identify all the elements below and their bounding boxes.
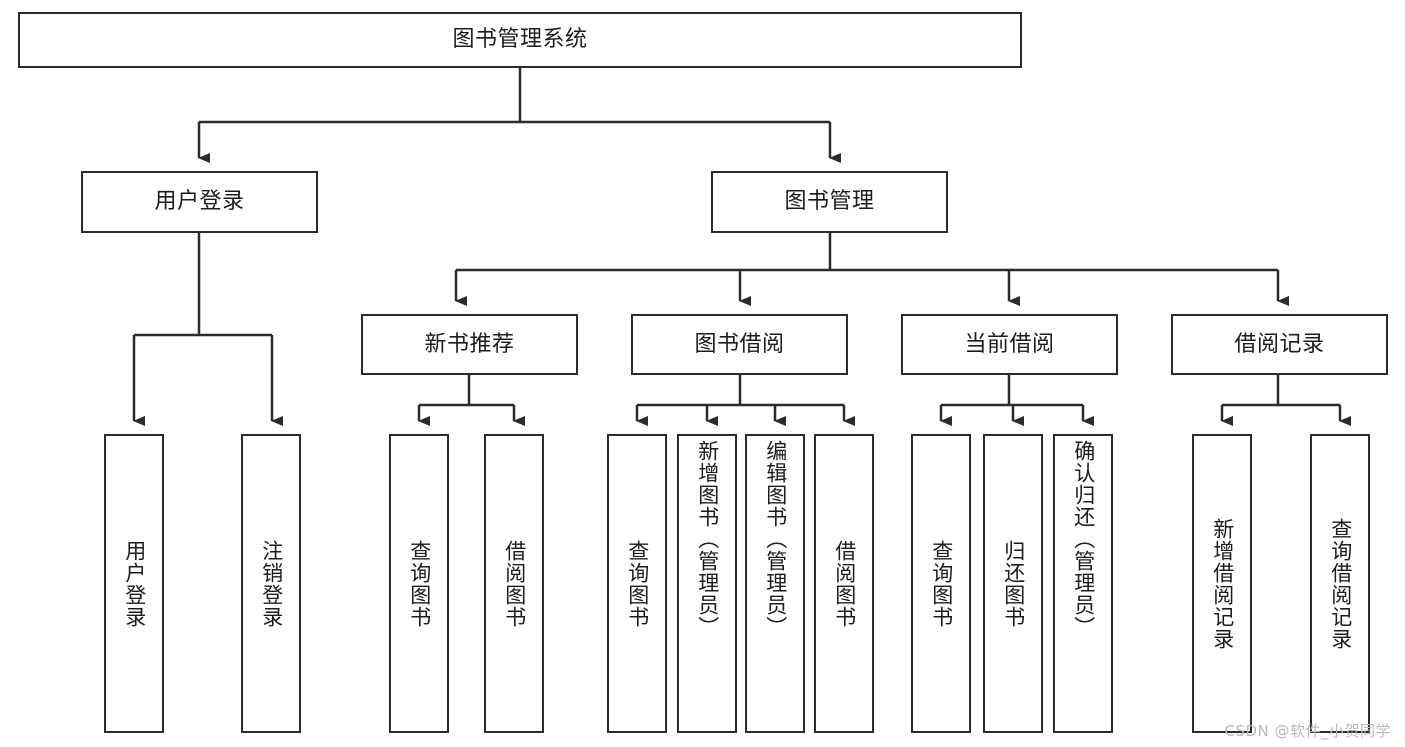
node-leaf-return-book[interactable]: 归还图书 bbox=[983, 434, 1043, 733]
node-leaf-borrow-book-1[interactable]: 借阅图书 bbox=[484, 434, 544, 733]
node-root-label: 图书管理系统 bbox=[452, 27, 588, 53]
node-leaf-user-login-label: 用户登录 bbox=[122, 539, 147, 628]
node-leaf-return-book-label: 归还图书 bbox=[1001, 539, 1026, 628]
node-leaf-borrow-book-2-label: 借阅图书 bbox=[832, 539, 857, 628]
node-borrow-record[interactable]: 借阅记录 bbox=[1171, 314, 1388, 375]
node-leaf-borrow-book-1-label: 借阅图书 bbox=[502, 539, 527, 628]
node-leaf-query-book-2-label: 查询图书 bbox=[625, 539, 650, 628]
node-leaf-edit-book[interactable]: 编辑图书（管理员） bbox=[745, 434, 805, 733]
node-leaf-borrow-book-2[interactable]: 借阅图书 bbox=[814, 434, 874, 733]
watermark-text: CSDN @软件_小贺同学 bbox=[1224, 722, 1391, 740]
node-leaf-query-book-3-label: 查询图书 bbox=[929, 539, 954, 628]
node-leaf-query-book-2[interactable]: 查询图书 bbox=[607, 434, 667, 733]
node-leaf-query-book-1-label: 查询图书 bbox=[407, 539, 432, 628]
node-root[interactable]: 图书管理系统 bbox=[18, 12, 1022, 68]
node-leaf-query-book-3[interactable]: 查询图书 bbox=[911, 434, 971, 733]
node-leaf-add-book[interactable]: 新增图书（管理员） bbox=[677, 434, 737, 733]
node-leaf-query-book-1[interactable]: 查询图书 bbox=[389, 434, 449, 733]
node-leaf-confirm-return[interactable]: 确认归还（管理员） bbox=[1053, 434, 1113, 733]
node-leaf-edit-book-label: 编辑图书（管理员） bbox=[763, 440, 788, 638]
node-current-borrow[interactable]: 当前借阅 bbox=[901, 314, 1118, 375]
node-new-book-recommend[interactable]: 新书推荐 bbox=[361, 314, 578, 375]
node-book-borrow[interactable]: 图书借阅 bbox=[631, 314, 848, 375]
node-user-login[interactable]: 用户登录 bbox=[81, 171, 318, 233]
node-leaf-query-borrow-record[interactable]: 查询借阅记录 bbox=[1310, 434, 1370, 733]
node-user-login-label: 用户登录 bbox=[154, 189, 245, 215]
node-book-manage-label: 图书管理 bbox=[784, 189, 875, 215]
node-leaf-add-borrow-record-label: 新增借阅记录 bbox=[1210, 517, 1235, 650]
node-current-borrow-label: 当前借阅 bbox=[964, 331, 1055, 357]
node-leaf-confirm-return-label: 确认归还（管理员） bbox=[1071, 440, 1096, 638]
node-leaf-add-borrow-record[interactable]: 新增借阅记录 bbox=[1192, 434, 1252, 733]
node-leaf-add-book-label: 新增图书（管理员） bbox=[695, 440, 720, 638]
node-new-book-recommend-label: 新书推荐 bbox=[424, 331, 515, 357]
node-leaf-query-borrow-record-label: 查询借阅记录 bbox=[1328, 517, 1353, 650]
node-book-borrow-label: 图书借阅 bbox=[694, 331, 785, 357]
node-leaf-logout[interactable]: 注销登录 bbox=[241, 434, 301, 733]
node-leaf-user-login[interactable]: 用户登录 bbox=[104, 434, 164, 733]
node-borrow-record-label: 借阅记录 bbox=[1234, 331, 1325, 357]
node-book-manage[interactable]: 图书管理 bbox=[711, 171, 948, 233]
node-leaf-logout-label: 注销登录 bbox=[259, 539, 284, 628]
